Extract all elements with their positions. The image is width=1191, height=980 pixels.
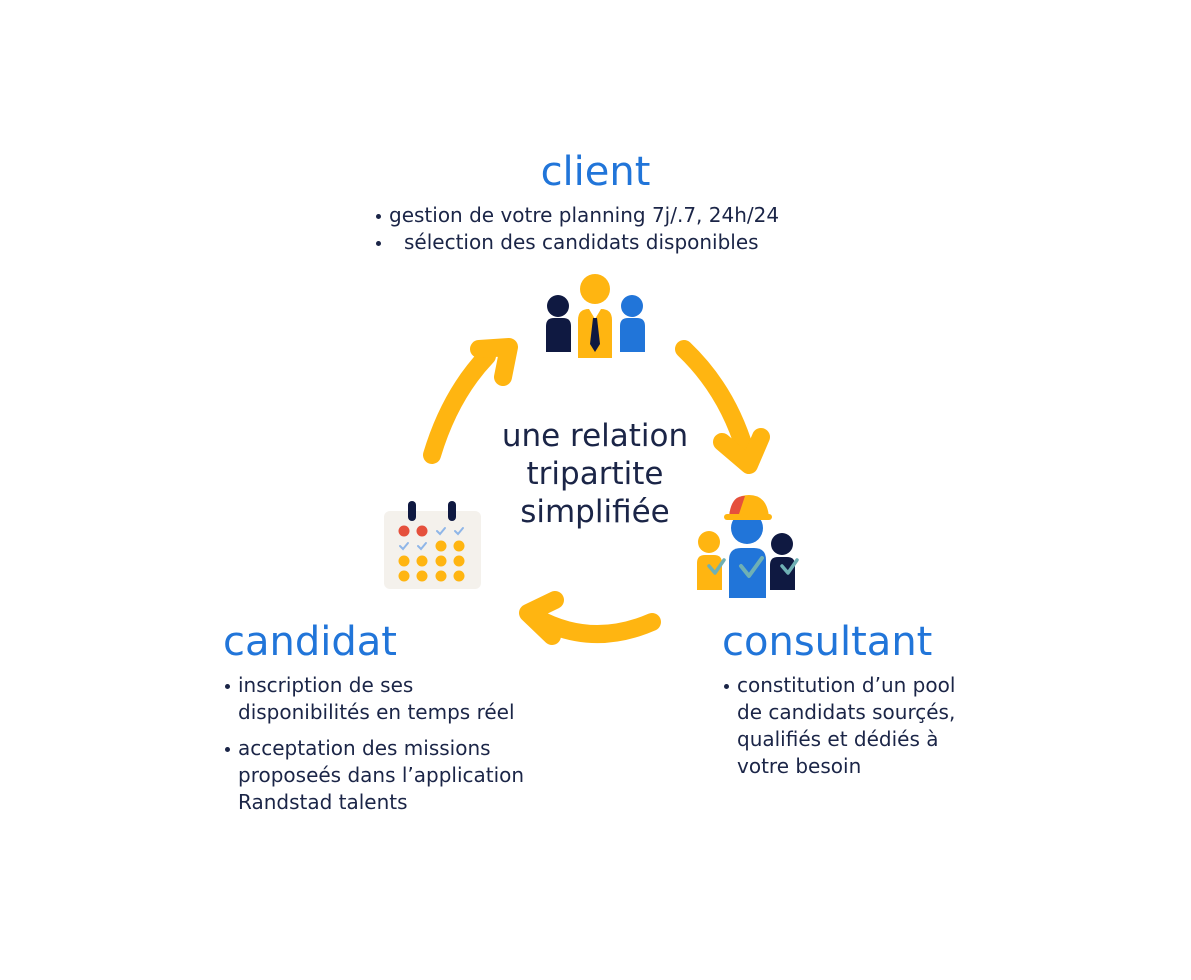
calendar-day-dot (435, 570, 447, 582)
calendar-day-dot (398, 570, 410, 582)
calendar-day-dot (453, 555, 465, 567)
calendar-check-mark (454, 527, 464, 536)
consultant-bullet-list: constitution d’un pool de candidats sour… (722, 672, 955, 780)
client-bullet-planning: gestion de votre planning 7j/.7, 24h/24 (374, 202, 779, 229)
calendar-day-dot (453, 540, 465, 552)
client-bullet-selection: sélection des candidats disponibles (374, 229, 779, 256)
candidat-bullet-inscription: inscription de ses disponibilités en tem… (223, 672, 524, 726)
consultant-bullet-line-4: votre besoin (737, 754, 862, 778)
candidat-bullet-1-line-1: inscription de ses (238, 673, 414, 697)
calendar-busy-dot (416, 525, 428, 537)
candidat-title: candidat (223, 619, 397, 665)
calendar-day-dot (435, 540, 447, 552)
center-line-2: tripartite (526, 456, 664, 492)
center-caption: une relation tripartite simplifiée (445, 417, 745, 531)
calendar-day-dot (435, 555, 447, 567)
arrow-candidat-to-client (423, 338, 518, 464)
candidat-bullet-list: inscription de ses disponibilités en tem… (223, 672, 524, 816)
calendar-day-dot (416, 570, 428, 582)
calendar-check-mark (399, 542, 409, 551)
candidat-bullet-1-line-2: disponibilités en temps réel (238, 700, 515, 724)
consultant-title: consultant (722, 619, 933, 665)
candidat-bullet-2-line-1: acceptation des missions (238, 736, 491, 760)
calendar-day-dot (398, 555, 410, 567)
center-line-3: simplifiée (520, 494, 670, 530)
arrow-client-to-consultant (675, 340, 770, 474)
candidat-bullet-acceptation: acceptation des missions proposeés dans … (223, 735, 524, 816)
calendar-day-dot (416, 555, 428, 567)
consultant-team-icon (697, 495, 799, 598)
client-group-icon (546, 274, 645, 358)
calendar-check-mark (436, 527, 446, 536)
calendar-busy-dot (398, 525, 410, 537)
calendar-icon (384, 501, 481, 589)
calendar-check-mark (417, 542, 427, 551)
candidat-bullet-2-line-2: proposeés dans l’application (238, 763, 525, 787)
consultant-bullet-pool: constitution d’un pool de candidats sour… (722, 672, 955, 780)
consultant-bullet-line-3: qualifiés et dédiés à (737, 727, 939, 751)
center-line-1: une relation (501, 418, 689, 454)
client-bullet-list: gestion de votre planning 7j/.7, 24h/24 … (374, 202, 779, 256)
candidat-bullet-2-line-3: Randstad talents (238, 790, 408, 814)
calendar-day-dot (453, 570, 465, 582)
consultant-bullet-line-1: constitution d’un pool (737, 673, 956, 697)
client-title: client (540, 149, 651, 195)
consultant-bullet-line-2: de candidats sourçés, (737, 700, 956, 724)
arrow-consultant-to-candidat (519, 591, 661, 645)
